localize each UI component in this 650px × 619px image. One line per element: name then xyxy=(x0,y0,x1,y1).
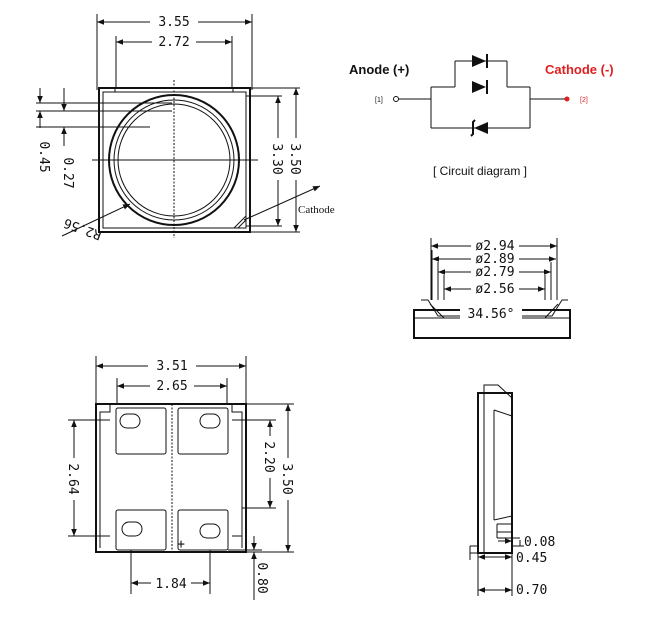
top-offset-b: 0.27 xyxy=(60,157,75,188)
side-d2: 0.45 xyxy=(516,551,547,566)
section-view: ø2.94 ø2.89 ø2.79 ø2.56 34.56° xyxy=(413,238,571,339)
anode-label: Anode (+) xyxy=(349,62,409,77)
section-d4: ø2.56 xyxy=(475,282,514,297)
pin-1-label: [1] xyxy=(375,97,383,104)
top-height-inner: 3.30 xyxy=(269,143,284,174)
top-height-outer: 3.50 xyxy=(287,143,302,174)
top-radius: R2.56 xyxy=(62,215,104,242)
bottom-height-outer: 3.50 xyxy=(279,463,294,494)
section-d3: ø2.79 xyxy=(475,265,514,280)
circuit-diagram: Anode (+) Cathode (-) [1] [2] [ Circuit … xyxy=(349,54,614,178)
bottom-width-outer: 3.51 xyxy=(156,359,187,374)
section-d1: ø2.94 xyxy=(475,239,514,254)
section-angle: 34.56° xyxy=(468,307,515,322)
cathode-terminal xyxy=(564,96,570,102)
top-view: 3.55 2.72 0.45 0.27 R2.56 xyxy=(36,13,335,242)
diode-2-icon xyxy=(472,81,486,93)
bottom-width-inner: 2.65 xyxy=(156,379,187,394)
diode-1-icon xyxy=(472,55,486,67)
side-d3: 0.70 xyxy=(516,583,547,598)
side-view: 0.08 0.45 0.70 xyxy=(469,384,555,598)
zener-diode-icon xyxy=(474,122,488,134)
bottom-pad-height: 0.80 xyxy=(254,562,269,593)
polarity-mark: + xyxy=(177,537,185,552)
cathode-label: Cathode (-) xyxy=(545,62,614,77)
circuit-caption: [ Circuit diagram ] xyxy=(433,164,527,178)
section-d2: ø2.89 xyxy=(475,252,514,267)
anode-terminal xyxy=(393,96,399,102)
top-width-outer: 3.55 xyxy=(158,15,189,30)
bottom-height-pad-span: 2.20 xyxy=(261,441,276,472)
bottom-height-left: 2.64 xyxy=(65,463,80,494)
top-cathode-label: Cathode xyxy=(298,204,335,216)
pin-2-label: [2] xyxy=(580,97,588,104)
top-width-inner: 2.72 xyxy=(158,35,189,50)
bottom-view: 3.51 2.65 + 2.64 xyxy=(65,356,295,600)
bottom-pad-pitch: 1.84 xyxy=(155,577,186,592)
top-offset-a: 0.45 xyxy=(36,141,51,172)
side-d1: 0.08 xyxy=(524,535,555,550)
